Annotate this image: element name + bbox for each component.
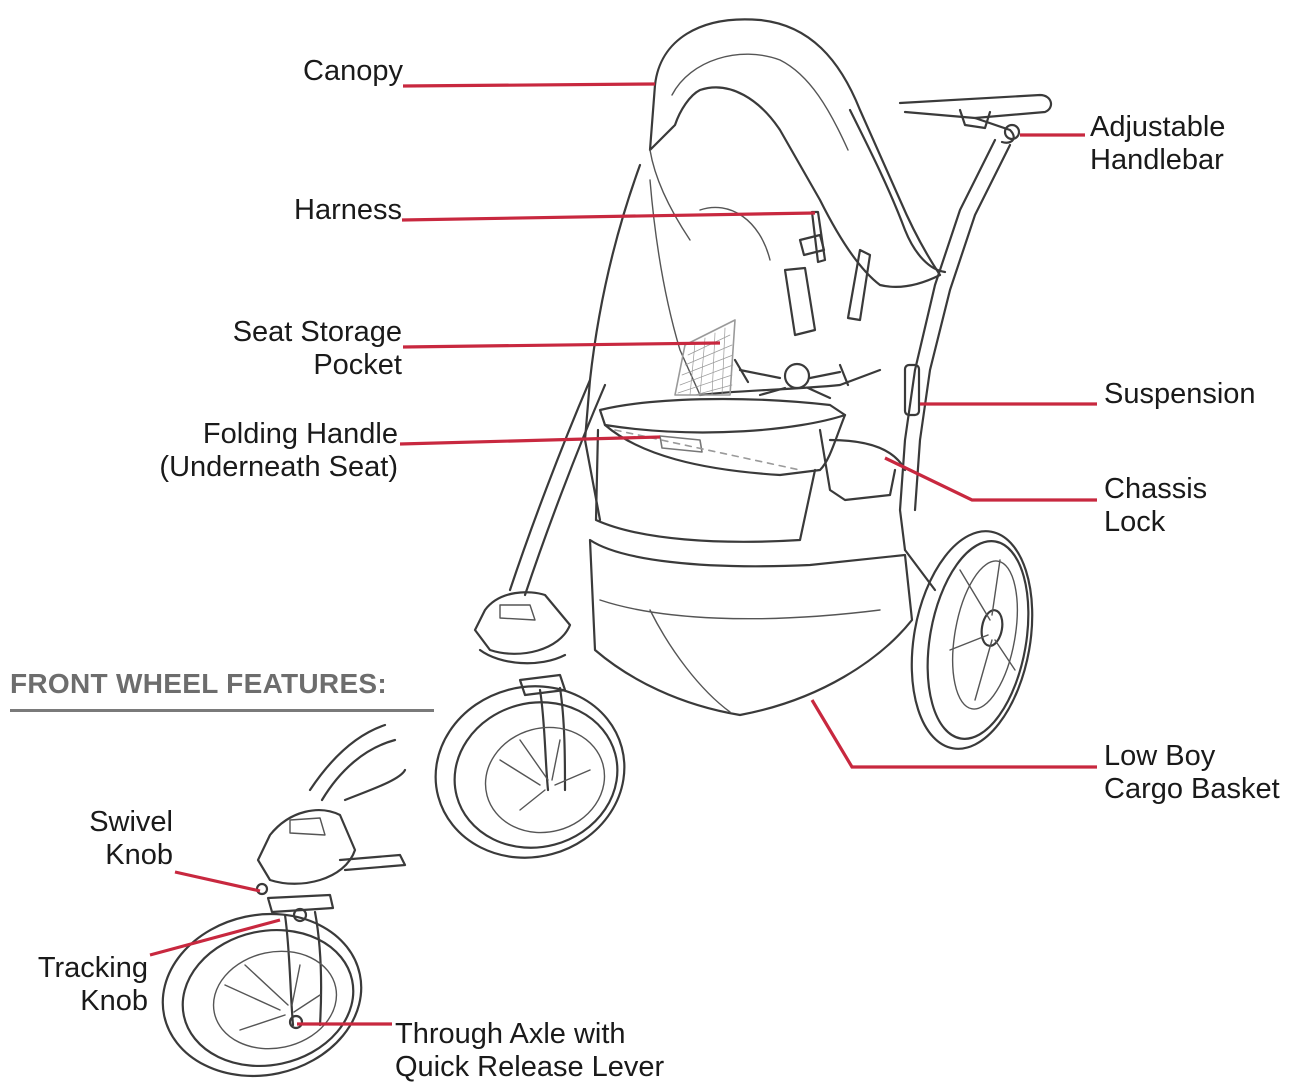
label-adjustable-handlebar: Adjustable Handlebar [1090,111,1226,176]
label-low-boy-cargo-basket: Low Boy Cargo Basket [1104,740,1280,805]
leader-canopy [402,82,656,88]
leader-lines [149,82,1097,1026]
leader-chassis-lock [884,456,1097,502]
leader-seat-storage [402,341,721,349]
label-harness: Harness [294,194,402,226]
leader-basket [810,699,1097,769]
label-folding-handle: Folding Handle (Underneath Seat) [159,418,398,483]
label-tracking-knob: Tracking Knob [37,952,148,1017]
front-wheel-inset-drawing [161,723,407,1078]
label-through-axle: Through Axle with Quick Release Lever [395,1018,665,1083]
label-canopy: Canopy [303,55,403,87]
label-swivel-knob: Swivel Knob [89,806,173,871]
label-seat-storage-pocket: Seat Storage Pocket [232,316,402,381]
label-suspension: Suspension [1104,378,1256,410]
section-divider [10,709,434,712]
section-heading-front-wheel: FRONT WHEEL FEATURES: [10,668,388,699]
leader-tracking [149,918,281,957]
stroller-drawing [434,18,1053,859]
label-chassis-lock: Chassis Lock [1104,473,1208,538]
leader-harness [401,211,816,222]
leader-folding-handle [399,435,661,446]
leader-swivel [174,870,261,893]
